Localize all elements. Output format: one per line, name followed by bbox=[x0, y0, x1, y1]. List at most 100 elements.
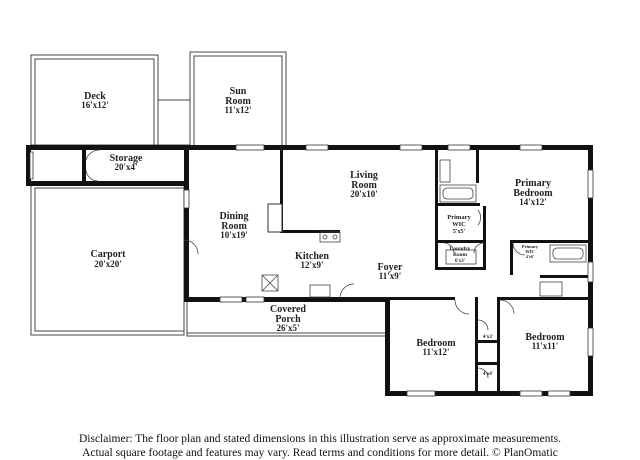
door-arc bbox=[477, 319, 489, 331]
sun-room-label-2: Room bbox=[225, 96, 251, 107]
fixtures bbox=[261, 159, 587, 298]
windows bbox=[29, 144, 594, 397]
primary-wic-label-2: WIC bbox=[452, 221, 466, 228]
wall bbox=[475, 297, 478, 391]
primary-bedroom-label-2: Bedroom bbox=[513, 188, 553, 199]
bathtub bbox=[439, 184, 477, 203]
living-room-label: Living bbox=[350, 170, 378, 181]
wall bbox=[184, 145, 189, 301]
wall bbox=[476, 145, 479, 183]
bedroom-left-label: Bedroom bbox=[416, 338, 456, 349]
primary-bedroom-label: Primary bbox=[515, 178, 551, 189]
window bbox=[587, 169, 594, 199]
closet-1-dim: 4'x3' bbox=[483, 335, 494, 340]
washer-dryer bbox=[445, 249, 477, 265]
stove bbox=[319, 231, 341, 243]
deck-dim: 16'x12' bbox=[81, 100, 109, 110]
room-labels: Deck 16'x12' Sun Room 11'x12' Storage 20… bbox=[81, 86, 565, 377]
carport-dim: 20'x20' bbox=[94, 259, 122, 269]
wall bbox=[385, 297, 390, 395]
fridge bbox=[261, 274, 279, 292]
bedroom-right-label: Bedroom bbox=[525, 332, 565, 343]
window bbox=[183, 189, 190, 209]
primary-wic-label: Primary bbox=[447, 214, 471, 221]
wall bbox=[435, 203, 480, 206]
window bbox=[547, 390, 571, 397]
wall bbox=[435, 240, 485, 243]
wall bbox=[478, 362, 497, 365]
door-arc bbox=[477, 209, 482, 226]
window bbox=[29, 151, 34, 180]
wall bbox=[540, 275, 590, 278]
living-room-label-2: Room bbox=[351, 180, 377, 191]
window bbox=[305, 144, 329, 151]
wall bbox=[510, 240, 590, 243]
covered-porch-dim: 26'x5' bbox=[276, 323, 299, 333]
door-arc bbox=[85, 149, 101, 161]
bathtub-basin bbox=[442, 187, 474, 200]
door-arc bbox=[477, 367, 489, 379]
primary-bedroom-dim: 14'x12' bbox=[519, 197, 547, 207]
primary-wic-dim: 5'x5' bbox=[453, 229, 466, 235]
covered-porch-label: Covered bbox=[270, 304, 306, 315]
wall bbox=[184, 297, 389, 302]
burner-icon bbox=[332, 234, 338, 240]
wall bbox=[483, 206, 486, 270]
laundry-room-label: Laundry bbox=[450, 246, 471, 252]
door-arc bbox=[512, 242, 526, 256]
window bbox=[519, 144, 543, 151]
kitchen-dim: 12'x9' bbox=[300, 260, 323, 270]
burner-icon bbox=[322, 234, 328, 240]
laundry-room-label-2: Room bbox=[453, 252, 467, 258]
window bbox=[399, 144, 423, 151]
sun-room-dim: 11'x12' bbox=[224, 105, 251, 115]
window bbox=[219, 296, 243, 303]
foyer-label: Foyer bbox=[378, 262, 404, 273]
door-arc bbox=[443, 242, 455, 254]
dining-room-dim: 10'x19' bbox=[220, 230, 248, 240]
door-arc bbox=[473, 242, 485, 254]
window bbox=[587, 327, 594, 357]
wall bbox=[26, 145, 31, 185]
window bbox=[245, 296, 265, 303]
window bbox=[447, 144, 471, 151]
wall bbox=[385, 297, 455, 300]
door-arc bbox=[454, 299, 470, 315]
carport-label: Carport bbox=[91, 249, 127, 260]
wall bbox=[280, 230, 340, 233]
kitchen-label: Kitchen bbox=[295, 251, 329, 262]
bedroom-right-dim: 11'x11' bbox=[532, 341, 559, 351]
fridge-mark bbox=[261, 274, 279, 292]
wall bbox=[510, 240, 513, 275]
sink bbox=[309, 284, 331, 298]
bathtub-basin bbox=[552, 247, 584, 260]
walls bbox=[26, 145, 593, 396]
wall bbox=[280, 145, 283, 230]
deck-label: Deck bbox=[84, 91, 106, 102]
kitchen-island bbox=[267, 203, 283, 233]
wall bbox=[497, 297, 500, 391]
door-arc bbox=[85, 169, 99, 182]
foyer-dim: 11'x9' bbox=[379, 271, 402, 281]
dining-room-label-2: Room bbox=[221, 221, 247, 232]
disclaimer-line-1: Disclaimer: The floor plan and stated di… bbox=[78, 433, 562, 445]
window bbox=[587, 261, 594, 283]
doors bbox=[85, 149, 526, 379]
wall bbox=[82, 150, 86, 181]
wall bbox=[478, 340, 497, 343]
sun-room-label: Sun bbox=[230, 86, 247, 97]
dining-room-label: Dining bbox=[220, 211, 249, 222]
window bbox=[235, 144, 265, 151]
wall bbox=[435, 267, 486, 270]
wall bbox=[186, 145, 592, 150]
wall bbox=[435, 145, 438, 270]
primary-wic-small-label: Primary bbox=[522, 244, 539, 249]
laundry-room-dim: 6'x3' bbox=[455, 259, 466, 264]
disclaimer-line-2: Actual square footage and features may v… bbox=[82, 447, 558, 459]
vanity bbox=[439, 159, 451, 183]
vanity bbox=[539, 281, 563, 297]
wall bbox=[385, 391, 593, 396]
primary-wic-small-dim: 4'x6' bbox=[526, 254, 534, 259]
covered-porch-label-2: Porch bbox=[275, 314, 301, 325]
